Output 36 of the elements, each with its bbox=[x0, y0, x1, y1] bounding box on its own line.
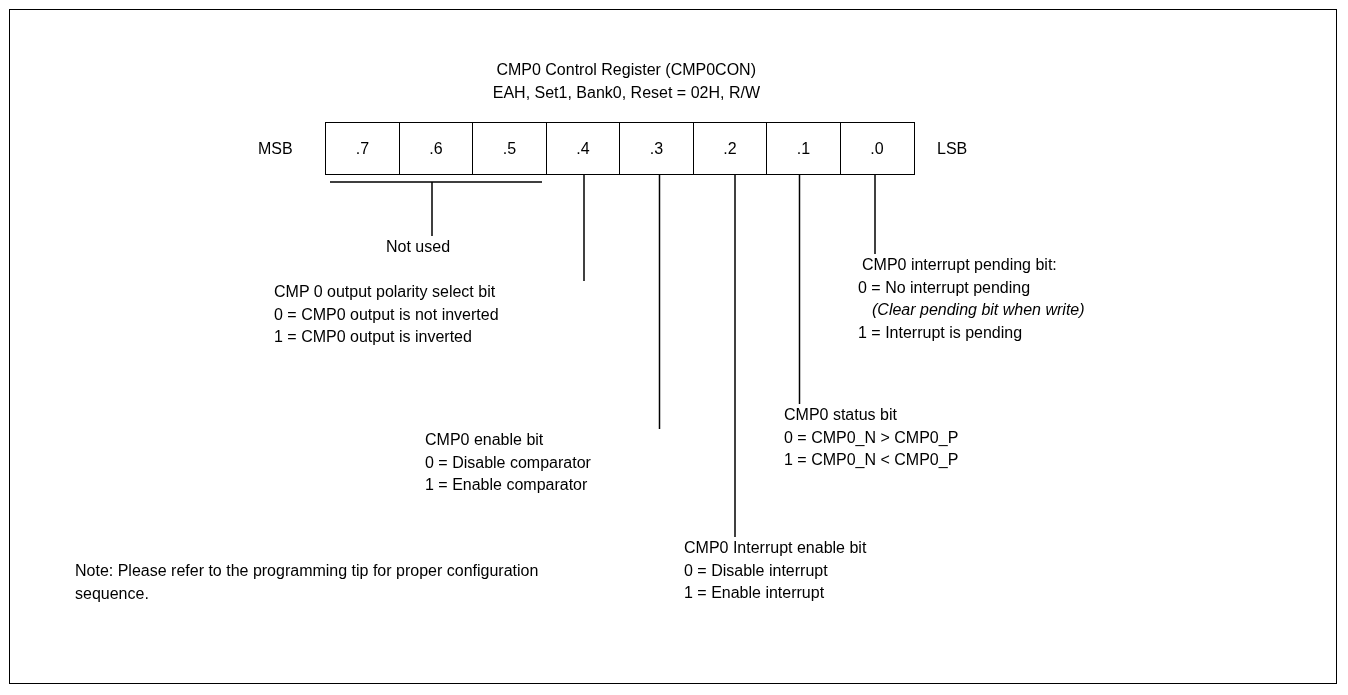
register-bit-cell: .5 bbox=[472, 122, 547, 175]
bit-title: CMP 0 output polarity select bit bbox=[274, 282, 497, 302]
bit-value-text: 1 = Enable interrupt bbox=[684, 583, 826, 603]
bit-value-text: 0 = Disable interrupt bbox=[684, 560, 829, 581]
note-text: Note: Please refer to the programming tip for proper configuration sequence. bbox=[75, 561, 540, 604]
bit-value-text: 0 = CMP0 output is not inverted bbox=[274, 304, 499, 325]
bit-title: CMP0 Interrupt enable bit bbox=[684, 538, 867, 558]
leader-line bbox=[734, 174, 736, 538]
register-bit-cell: .1 bbox=[766, 122, 841, 175]
register-bit-cell: .6 bbox=[398, 122, 474, 175]
leader-line bbox=[658, 174, 661, 430]
leader-line bbox=[583, 174, 585, 282]
register-bit-cell: .0 bbox=[839, 122, 915, 175]
bit-value-text: 0 = No interrupt pending bbox=[858, 277, 1032, 298]
leader-line bbox=[874, 174, 876, 255]
register-bit-cell: .4 bbox=[545, 122, 621, 175]
bit-value-text: 0 = Disable comparator bbox=[425, 452, 591, 473]
msb-label: MSB bbox=[258, 139, 293, 159]
lsb-label: LSB bbox=[937, 139, 968, 159]
bit-title: CMP0 interrupt pending bit: bbox=[861, 255, 1058, 275]
field-label: Not used bbox=[386, 237, 451, 257]
bit-value-text: 1 = CMP0 output is inverted bbox=[274, 327, 473, 347]
register-bit-cell: .3 bbox=[619, 122, 694, 175]
bracket-leader-line bbox=[329, 181, 543, 237]
bit-value-text: 1 = Enable comparator bbox=[425, 475, 589, 495]
bit-value-text: 0 = CMP0_N > CMP0_P bbox=[784, 427, 959, 448]
bit-value-text: 1 = CMP0_N < CMP0_P bbox=[784, 450, 959, 470]
bit-value-text: 1 = Interrupt is pending bbox=[858, 322, 1024, 343]
bit-title: CMP0 status bit bbox=[784, 405, 898, 425]
register-bit-cell: .7 bbox=[325, 122, 400, 175]
title: CMP0 Control Register (CMP0CON) bbox=[495, 60, 757, 80]
note-text: (Clear pending bit when write) bbox=[871, 300, 1085, 320]
leader-line bbox=[798, 174, 801, 405]
subtitle: EAH, Set1, Bank0, Reset = 02H, R/W bbox=[491, 83, 761, 103]
register-bit-cell: .2 bbox=[692, 122, 768, 175]
bit-title: CMP0 enable bit bbox=[425, 430, 545, 450]
